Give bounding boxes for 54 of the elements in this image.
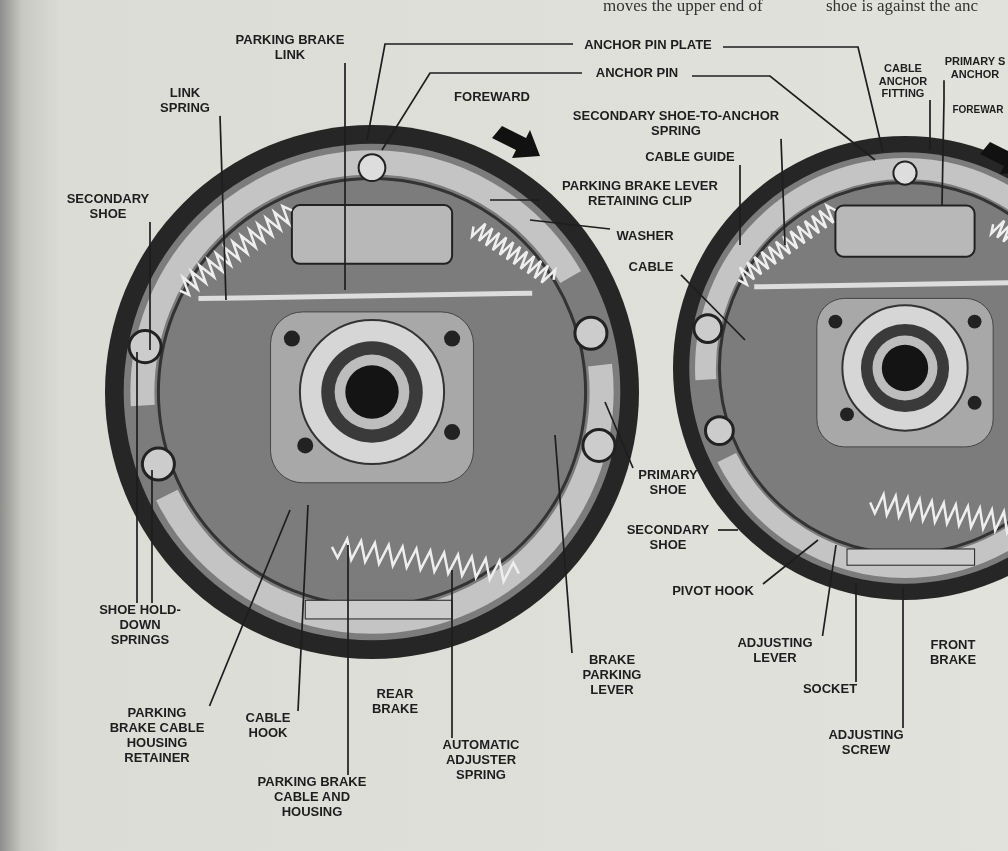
leader-line <box>529 219 611 230</box>
part-label: PIVOT HOOK <box>663 584 763 599</box>
part-label: SHOE HOLD-DOWN SPRINGS <box>95 603 185 648</box>
direction-label: FOREWAR <box>951 104 1005 116</box>
leader-line <box>821 544 837 637</box>
part-label: WASHER <box>610 229 680 244</box>
part-label: SECONDARY SHOE <box>60 192 156 222</box>
leader-line <box>344 62 346 291</box>
leader-line <box>219 115 227 301</box>
leader-line <box>381 72 583 151</box>
part-label: SOCKET <box>795 682 865 697</box>
part-label: CABLE HOOK <box>238 711 298 741</box>
view-title: FRONT BRAKE <box>928 638 978 668</box>
part-label: CABLE GUIDE <box>635 150 745 165</box>
leader-line <box>941 79 945 206</box>
part-label: ADJUSTING SCREW <box>818 728 914 758</box>
part-label: ANCHOR PIN <box>582 66 692 81</box>
part-label: PARKING BRAKE CABLE AND HOUSING <box>249 775 375 820</box>
leader-line <box>489 199 541 201</box>
leader-line <box>739 164 741 246</box>
leader-line <box>717 529 739 531</box>
part-label: CABLE ANCHOR FITTING <box>874 62 932 100</box>
part-label: PRIMARY SHOE <box>633 468 703 498</box>
leader-line <box>855 582 857 683</box>
leader-line <box>208 509 291 707</box>
part-label: PARKING BRAKE CABLE HOUSING RETAINER <box>104 706 210 766</box>
part-label: PRIMARY S ANCHOR <box>944 55 1006 81</box>
book-text: shoe is against the anc <box>826 0 978 16</box>
leader-line <box>136 351 138 604</box>
leader-line <box>762 539 819 585</box>
leader-line <box>929 99 931 151</box>
part-label: PARKING BRAKE LINK <box>227 33 353 63</box>
part-label: CABLE <box>621 260 681 275</box>
part-label: SECONDARY SHOE-TO-ANCHOR SPRING <box>571 109 781 139</box>
part-label: LINK SPRING <box>150 86 220 116</box>
direction-label: FOREWARD <box>453 90 531 105</box>
part-label: ADJUSTING LEVER <box>727 636 823 666</box>
leader-line <box>554 434 573 654</box>
leader-line <box>151 469 153 604</box>
view-title: REAR BRAKE <box>370 687 420 717</box>
leader-line <box>366 43 574 141</box>
leader-line <box>722 46 884 153</box>
part-label: PARKING BRAKE LEVER RETAINING CLIP <box>540 179 740 209</box>
leader-line <box>149 221 151 351</box>
part-label: BRAKE PARKING LEVER <box>572 653 652 698</box>
leader-line <box>297 504 309 712</box>
leader-line <box>691 75 876 161</box>
part-label: AUTOMATIC ADJUSTER SPRING <box>431 738 531 783</box>
part-label: SECONDARY SHOE <box>618 523 718 553</box>
leader-line <box>451 569 453 739</box>
leader-line <box>902 587 904 729</box>
part-label: ANCHOR PIN PLATE <box>573 38 723 53</box>
leader-line <box>347 544 349 776</box>
leader-line <box>780 138 786 246</box>
